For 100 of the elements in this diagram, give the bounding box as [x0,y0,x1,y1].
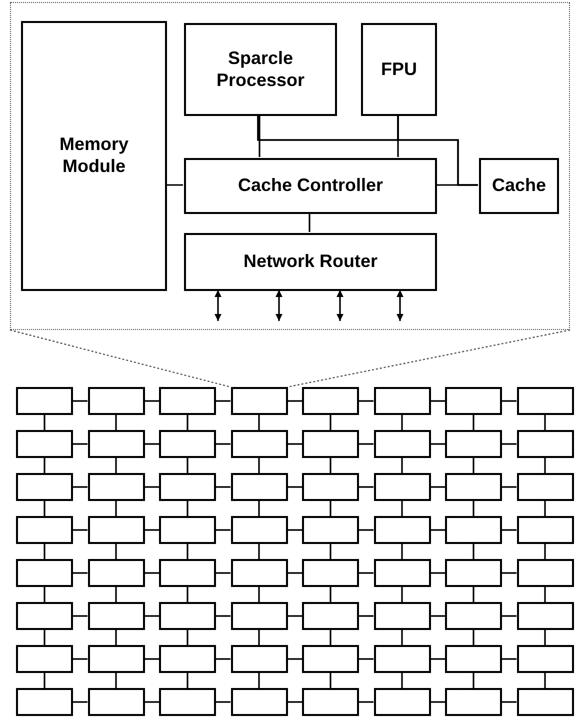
connector-line [502,443,516,445]
connector-line [186,544,188,559]
component-label: Sparcle Processor [215,48,306,92]
magnification-line [10,329,231,388]
mesh-node-box [516,602,574,630]
connector-line [472,673,474,688]
connector-line [44,544,46,559]
connector-line [401,501,403,516]
connector-line [359,572,374,574]
connector-line [401,587,403,602]
mesh-node-box [88,645,144,673]
mesh-node-box [159,645,216,673]
connector-line [472,630,474,645]
mesh-node-box [88,559,144,587]
connector-line [502,486,516,488]
connector-line [359,443,374,445]
mesh-node-box [302,688,359,716]
connector-line [430,572,445,574]
mesh-node-box [88,473,144,501]
mesh-node-box [159,516,216,544]
connector-line [330,630,332,645]
mesh-node-box [516,387,574,415]
component-label: Cache [490,175,548,197]
connector-line [258,458,260,473]
mesh-node-box [374,688,430,716]
connector-line [330,587,332,602]
connector-line [436,184,478,186]
connector-line [430,615,445,617]
mesh-node-box [516,559,574,587]
connector-line [401,544,403,559]
connector-line [44,630,46,645]
connector-line [186,458,188,473]
mesh-node-box [516,516,574,544]
mesh-node-box [445,430,502,458]
magnification-line [287,329,570,388]
connector-line [502,658,516,660]
connector-line [144,486,159,488]
connector-line [330,544,332,559]
mesh-node-box [516,645,574,673]
mesh-node-box [230,430,288,458]
component-box [361,23,437,116]
connector-line [430,400,445,402]
connector-line [144,443,159,445]
magnified-node-frame [10,2,570,330]
component-label: Network Router [242,251,378,273]
mesh-node-box [374,645,430,673]
mesh-node-box [445,387,502,415]
connector-line [330,673,332,688]
connector-line [216,572,230,574]
mesh-node-box [88,516,144,544]
mesh-node-box [516,473,574,501]
connector-line [73,529,88,531]
connector-line [144,615,159,617]
mesh-node-box [88,387,144,415]
connector-line [44,458,46,473]
connector-line [288,658,302,660]
double-arrow [214,290,222,321]
mesh-node-box [374,516,430,544]
connector-line [502,529,516,531]
mesh-node-box [16,473,73,501]
mesh-node-box [16,688,73,716]
connector-line [472,458,474,473]
connector-line [258,415,260,430]
connector-line [73,443,88,445]
connector-line [359,658,374,660]
mesh-node-box [16,387,73,415]
connector-line [544,458,546,473]
connector-line [472,415,474,430]
connector-line [73,572,88,574]
mesh-node-box [445,688,502,716]
mesh-node-box [445,516,502,544]
connector-line [288,572,302,574]
mesh-node-box [445,559,502,587]
mesh-node-box [230,559,288,587]
mesh-node-box [16,516,73,544]
connector-line [288,443,302,445]
mesh-node-box [374,602,430,630]
connector-line [73,615,88,617]
component-label: FPU [380,58,418,80]
connector-line [73,486,88,488]
mesh-node-box [374,387,430,415]
component-box [479,158,559,214]
mesh-node-box [159,473,216,501]
component-box [184,23,337,116]
connector-line [430,443,445,445]
connector-line [73,701,88,703]
component-box [184,233,437,291]
connector-line [472,501,474,516]
connector-line [308,213,310,232]
mesh-node-box [230,516,288,544]
double-arrow [336,290,344,321]
mesh-node-box [230,387,288,415]
mesh-node-box [374,473,430,501]
connector-line [258,587,260,602]
connector-line [115,630,117,645]
component-box [21,21,167,291]
connector-line [544,501,546,516]
connector-line [44,415,46,430]
mesh-node-box [230,688,288,716]
mesh-node-box [230,602,288,630]
